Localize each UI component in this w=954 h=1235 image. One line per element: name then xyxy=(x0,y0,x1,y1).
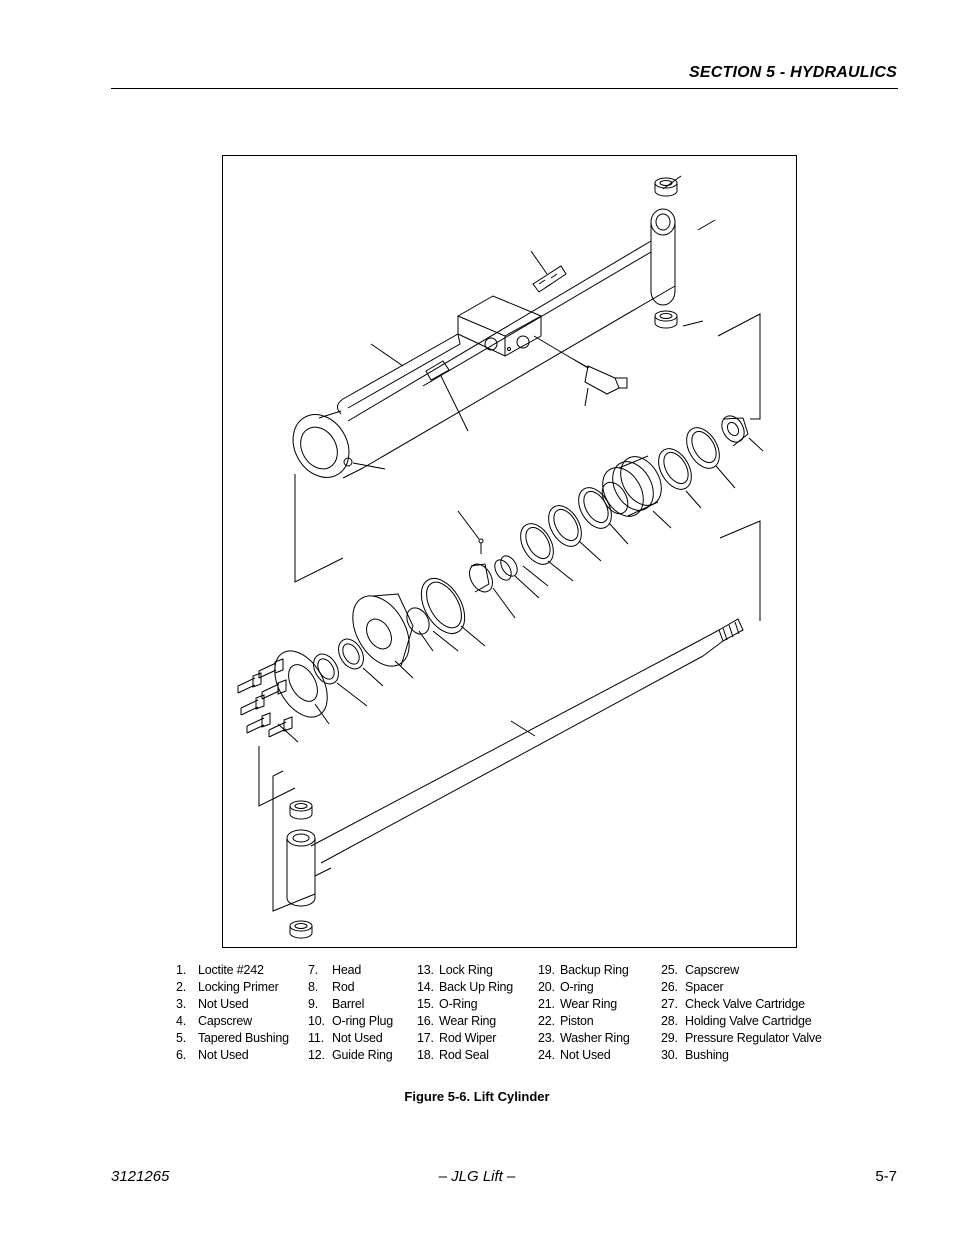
legend-item: 14.Back Up Ring xyxy=(417,980,514,994)
legend-column-2: 7.Head 8.Rod 9.Barrel 10.O-ring Plug 11.… xyxy=(308,962,394,1064)
legend-column-5: 25.Capscrew 26.Spacer 27.Check Valve Car… xyxy=(661,962,822,1064)
legend-item: 24.Not Used xyxy=(538,1048,611,1062)
legend-item: 26.Spacer xyxy=(661,980,724,994)
legend-item: 15.O-Ring xyxy=(417,997,478,1011)
footer-page-number: 5-7 xyxy=(875,1168,897,1185)
legend-item: 18.Rod Seal xyxy=(417,1048,489,1062)
legend-item: 21.Wear Ring xyxy=(538,997,618,1011)
legend-item: 3.Not Used xyxy=(176,997,249,1011)
legend-item: 30.Bushing xyxy=(661,1048,729,1062)
parts-legend: 1.Loctite #242 2.Locking Primer 3.Not Us… xyxy=(0,962,954,1072)
top-bushing-drawing xyxy=(654,177,678,329)
legend-item: 5.Tapered Bushing xyxy=(176,1031,289,1045)
valve-block-drawing xyxy=(456,295,543,357)
lift-cylinder-figure xyxy=(222,155,797,948)
legend-item: 28.Holding Valve Cartridge xyxy=(661,1014,812,1028)
capscrews-drawing xyxy=(237,658,299,807)
legend-item: 27.Check Valve Cartridge xyxy=(661,997,805,1011)
legend-item: 8.Rod xyxy=(308,980,355,994)
legend-item: 19.Backup Ring xyxy=(538,963,629,977)
legend-column-1: 1.Loctite #242 2.Locking Primer 3.Not Us… xyxy=(176,962,289,1064)
legend-item: 12.Guide Ring xyxy=(308,1048,393,1062)
rod-drawing xyxy=(272,618,744,939)
legend-item: 13.Lock Ring xyxy=(417,963,493,977)
legend-item: 2.Locking Primer xyxy=(176,980,279,994)
legend-column-3: 13.Lock Ring 14.Back Up Ring 15.O-Ring 1… xyxy=(417,962,514,1064)
figure-caption: Figure 5-6. Lift Cylinder xyxy=(404,1089,550,1104)
legend-item: 4.Capscrew xyxy=(176,1014,252,1028)
header-rule xyxy=(111,88,898,89)
legend-item: 10.O-ring Plug xyxy=(308,1014,394,1028)
legend-item: 7.Head xyxy=(308,963,362,977)
exploded-view-drawing xyxy=(237,175,764,939)
legend-item: 23.Washer Ring xyxy=(538,1031,630,1045)
legend-column-4: 19.Backup Ring 20.O-ring 21.Wear Ring 22… xyxy=(538,962,630,1064)
legend-item: 16.Wear Ring xyxy=(417,1014,497,1028)
legend-item: 29.Pressure Regulator Valve xyxy=(661,1031,822,1045)
section-title: SECTION 5 - HYDRAULICS xyxy=(689,64,897,81)
legend-item: 6.Not Used xyxy=(176,1048,249,1062)
leader-lines-upper xyxy=(294,175,761,621)
legend-item: 25.Capscrew xyxy=(661,963,739,977)
head-gland-drawing xyxy=(274,578,486,725)
cartridge-valves-drawing xyxy=(425,265,628,395)
legend-item: 11.Not Used xyxy=(308,1031,383,1045)
legend-item: 9.Barrel xyxy=(308,997,365,1011)
barrel-drawing xyxy=(292,208,676,479)
footer-doc-number: 3121265 xyxy=(111,1168,170,1185)
legend-item: 22.Piston xyxy=(538,1014,594,1028)
footer-center-text: – JLG Lift – xyxy=(438,1168,516,1185)
legend-item: 17.Rod Wiper xyxy=(417,1031,497,1045)
legend-item: 1.Loctite #242 xyxy=(176,963,264,977)
piston-end-parts-drawing xyxy=(457,415,764,619)
legend-item: 20.O-ring xyxy=(538,980,594,994)
